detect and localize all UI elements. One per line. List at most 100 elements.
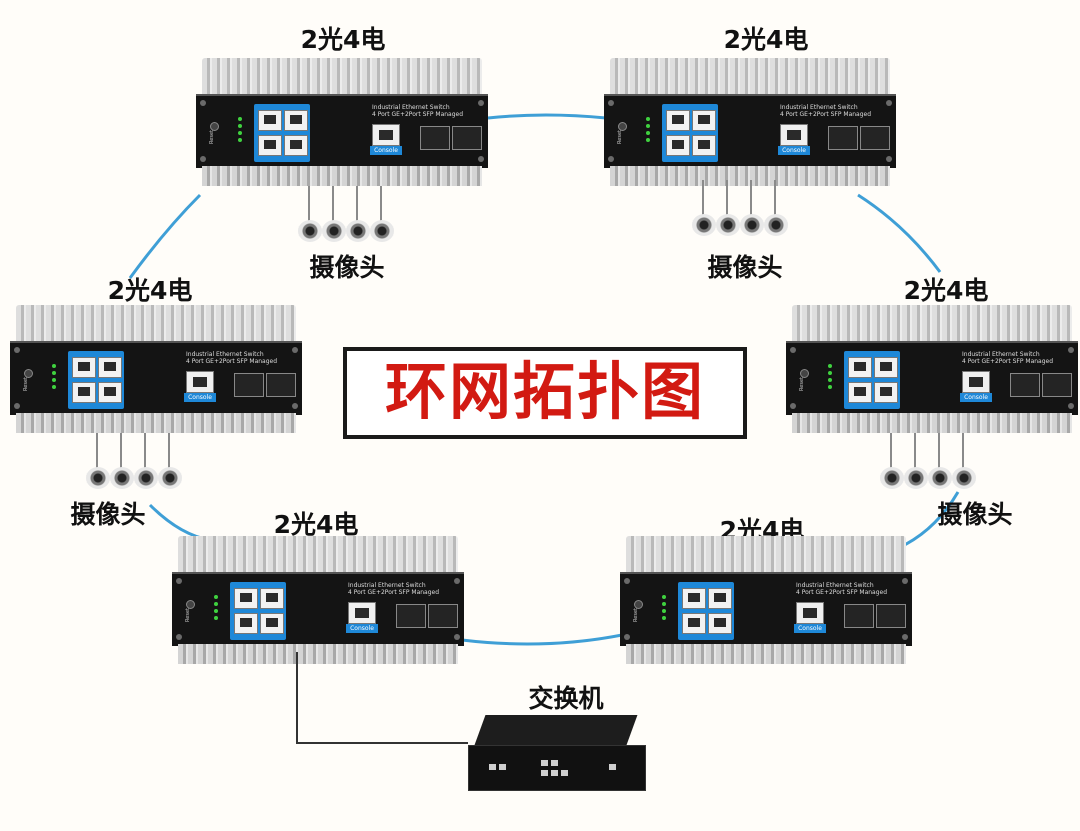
console-port[interactable] [348, 602, 376, 624]
console-label: Console [370, 146, 402, 155]
screw-icon [176, 578, 182, 584]
sfp-port[interactable] [452, 126, 482, 150]
rj45-port[interactable] [708, 613, 732, 634]
screw-icon [1068, 403, 1074, 409]
heatsink [202, 166, 482, 186]
rj45-port[interactable] [874, 382, 898, 403]
console-port[interactable] [186, 371, 214, 393]
heatsink [610, 166, 890, 186]
screw-icon [886, 156, 892, 162]
rj45-port[interactable] [234, 613, 258, 634]
rj45-port[interactable] [98, 382, 122, 403]
screw-icon [292, 347, 298, 353]
sfp-port[interactable] [844, 604, 874, 628]
camera-icon [134, 467, 158, 489]
camera-icon [370, 220, 394, 242]
reset-button[interactable] [634, 600, 643, 609]
screw-icon [14, 403, 20, 409]
rj45-port[interactable] [848, 382, 872, 403]
sfp-port[interactable] [428, 604, 458, 628]
rj45-port[interactable] [682, 588, 706, 609]
reset-button[interactable] [618, 122, 627, 131]
rj45-port[interactable] [708, 588, 732, 609]
reset-label: Reset [632, 608, 639, 622]
diagram-title: 环网拓扑图 [343, 347, 747, 439]
rj45-port[interactable] [848, 357, 872, 378]
sfp-port[interactable] [1010, 373, 1040, 397]
rj45-port[interactable] [874, 357, 898, 378]
rj45-port[interactable] [258, 110, 282, 131]
console-port[interactable] [962, 371, 990, 393]
rj45-port[interactable] [260, 613, 284, 634]
rj45-port[interactable] [692, 110, 716, 131]
sfp-port[interactable] [234, 373, 264, 397]
rj45-port[interactable] [692, 135, 716, 156]
sfp-port[interactable] [876, 604, 906, 628]
rj45-port[interactable] [284, 110, 308, 131]
rj45-port[interactable] [260, 588, 284, 609]
camera-label: 摄像头 [707, 253, 783, 282]
camera-cable [726, 180, 728, 216]
camera-icon [880, 467, 904, 489]
port-icon [609, 764, 616, 770]
sfp-port[interactable] [1042, 373, 1072, 397]
camera-cable [120, 433, 122, 469]
console-label: Console [346, 624, 378, 633]
console-port[interactable] [372, 124, 400, 146]
rj45-port[interactable] [666, 110, 690, 131]
reset-button[interactable] [186, 600, 195, 609]
camera-cable [380, 186, 382, 222]
camera-icon [952, 467, 976, 489]
camera-icon [110, 467, 134, 489]
sfp-port[interactable] [860, 126, 890, 150]
rj45-port[interactable] [666, 135, 690, 156]
switch-label: 2光4电 [300, 25, 386, 54]
rj45-port[interactable] [98, 357, 122, 378]
heatsink [202, 58, 482, 94]
sfp-port[interactable] [420, 126, 450, 150]
rj45-port[interactable] [234, 588, 258, 609]
rj45-port-block [844, 351, 900, 409]
camera-icon [716, 214, 740, 236]
rj45-port[interactable] [72, 357, 96, 378]
screw-icon [790, 403, 796, 409]
reset-label: Reset [184, 608, 191, 622]
heatsink [626, 536, 906, 572]
camera-icon [346, 220, 370, 242]
reset-button[interactable] [800, 369, 809, 378]
sfp-port[interactable] [266, 373, 296, 397]
camera-group [84, 433, 194, 503]
reset-button[interactable] [24, 369, 33, 378]
rj45-port[interactable] [258, 135, 282, 156]
switch-label: 2光4电 [723, 25, 809, 54]
sfp-port[interactable] [396, 604, 426, 628]
console-label: Console [778, 146, 810, 155]
reset-label: Reset [208, 130, 215, 144]
device-top [474, 715, 638, 745]
rj45-port[interactable] [72, 382, 96, 403]
camera-icon [764, 214, 788, 236]
port-icon [499, 764, 506, 770]
screw-icon [608, 156, 614, 162]
ring-link-left-upper [128, 193, 202, 279]
reset-button[interactable] [210, 122, 219, 131]
sfp-port[interactable] [828, 126, 858, 150]
console-port[interactable] [780, 124, 808, 146]
rj45-port[interactable] [682, 613, 706, 634]
console-label: Console [794, 624, 826, 633]
screw-icon [200, 156, 206, 162]
console-port[interactable] [796, 602, 824, 624]
heatsink [792, 305, 1072, 341]
rj45-port[interactable] [284, 135, 308, 156]
camera-cable [702, 180, 704, 216]
